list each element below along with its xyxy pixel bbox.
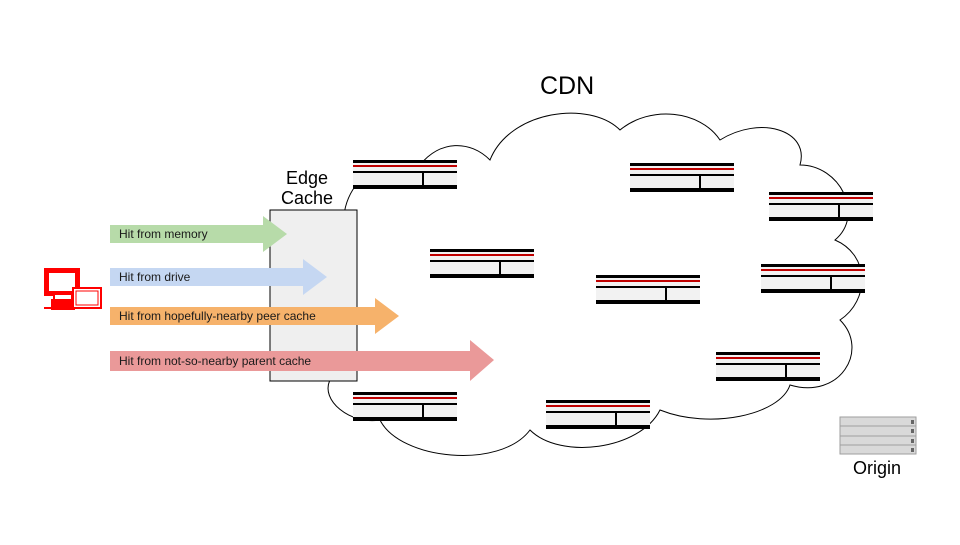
network-switch-icon — [546, 400, 650, 429]
arrow-label-drive: Hit from drive — [119, 270, 191, 284]
arrow-label-peer: Hit from hopefully-nearby peer cache — [119, 309, 316, 323]
edge-cache-label-line2: Cache — [280, 188, 334, 208]
arrow-peer — [110, 298, 399, 334]
arrow-memory — [110, 216, 287, 252]
arrow-parent — [110, 340, 494, 381]
network-switch-icon — [761, 264, 865, 293]
client-devices-icon — [44, 268, 102, 310]
edge-cache-label-line1: Edge — [285, 168, 329, 188]
arrow-drive — [110, 259, 327, 295]
cdn-title: CDN — [540, 72, 595, 100]
network-switch-icon — [353, 160, 457, 189]
network-switch-icon — [430, 249, 534, 278]
origin-label: Origin — [853, 458, 902, 478]
network-switch-icon — [353, 392, 457, 421]
arrow-label-memory: Hit from memory — [119, 227, 208, 241]
switch-group — [353, 160, 873, 429]
network-switch-icon — [769, 192, 873, 221]
network-switch-icon — [596, 275, 700, 304]
network-switch-icon — [716, 352, 820, 381]
edge-cache-label: Edge Cache — [270, 168, 344, 208]
network-switch-icon — [630, 163, 734, 192]
server-rack-icon — [839, 416, 917, 455]
arrow-label-parent: Hit from not-so-nearby parent cache — [119, 354, 312, 368]
